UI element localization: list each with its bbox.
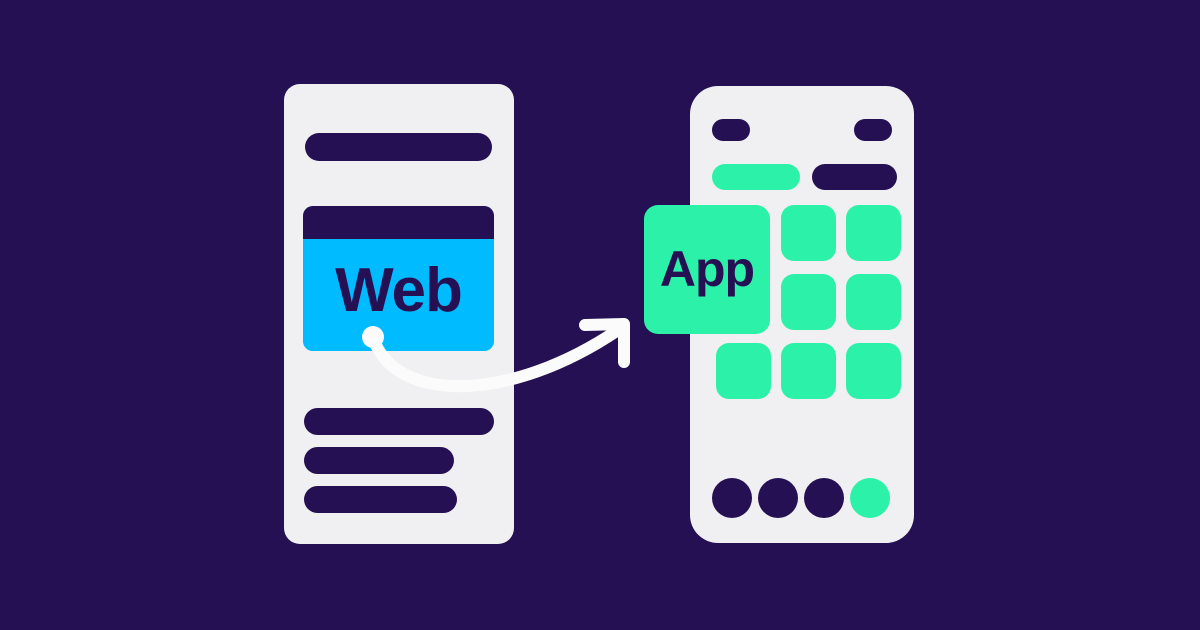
content-text-line: [304, 447, 454, 474]
app-grid-tile[interactable]: [781, 205, 836, 261]
browser-title-bar: [305, 133, 492, 161]
header-pill-dark: [812, 164, 897, 190]
content-text-line: [304, 486, 457, 513]
status-pill-left: [712, 119, 750, 141]
dock-dot[interactable]: [758, 478, 798, 518]
browser-window: Web: [303, 206, 494, 351]
app-label: App: [659, 240, 755, 297]
app-grid-tile[interactable]: [846, 205, 901, 261]
browser-viewport: Web: [303, 239, 494, 351]
web-label: Web: [335, 256, 463, 325]
phone-mockup-card: App: [644, 86, 914, 543]
header-pill-green: [712, 164, 800, 190]
dock-dot-active[interactable]: [850, 478, 890, 518]
app-grid-tile[interactable]: [846, 274, 901, 330]
browser-mockup-card: Web: [284, 84, 514, 544]
dock-dot[interactable]: [712, 478, 752, 518]
app-grid-tile[interactable]: [781, 274, 836, 330]
app-featured-card[interactable]: App: [644, 205, 770, 334]
content-text-line: [304, 408, 494, 435]
app-grid-tile[interactable]: [716, 343, 771, 399]
app-grid-tile[interactable]: [781, 343, 836, 399]
dock-dot[interactable]: [804, 478, 844, 518]
browser-chrome-bar: [303, 206, 494, 239]
status-pill-right: [854, 119, 892, 141]
arrow-head: [579, 318, 630, 368]
app-grid-tile[interactable]: [846, 343, 901, 399]
